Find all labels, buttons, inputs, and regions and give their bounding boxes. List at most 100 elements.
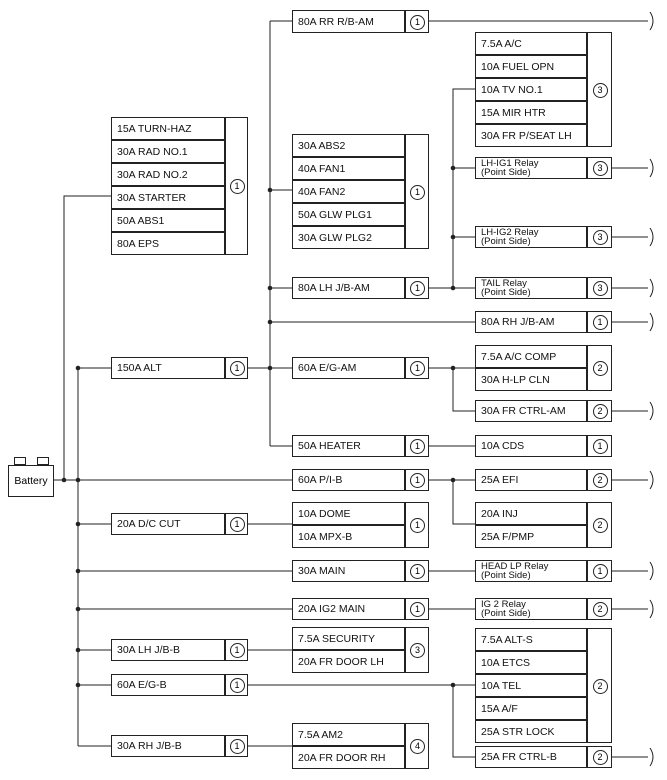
fuse-75a-am2: 7.5A AM2	[292, 723, 405, 746]
fuse-label: 10A MPX-B	[298, 530, 353, 543]
location-marker: 1	[225, 357, 248, 379]
fuse-80a-rh-jb-am: 80A RH J/B-AM	[475, 311, 587, 333]
location-marker: 2	[587, 469, 612, 491]
location-marker: 1	[405, 469, 429, 491]
location-marker: 4	[405, 723, 429, 769]
fuse-label: 20A FR DOOR LH	[298, 655, 384, 668]
fuse-label: 7.5A A/C	[481, 37, 522, 50]
relay-head-lp: HEAD LP Relay(Point Side)	[475, 560, 587, 582]
continuation-mark	[649, 158, 654, 178]
location-marker: 2	[587, 746, 612, 768]
relay-label-line2: (Point Side)	[481, 167, 531, 178]
location-marker: 1	[587, 435, 612, 457]
location-marker: 1	[225, 513, 248, 535]
junction-dot	[75, 647, 81, 653]
wire	[452, 685, 475, 758]
wire	[452, 368, 475, 412]
fuse-60a-pib: 60A P/I-B	[292, 469, 405, 491]
location-marker: 3	[587, 226, 612, 248]
fuse-label: 25A F/PMP	[481, 530, 535, 543]
marker-number: 2	[592, 750, 608, 765]
relay-ig2: IG 2 Relay(Point Side)	[475, 598, 587, 620]
fuse-10a-fuel-opn: 10A FUEL OPN	[475, 55, 587, 78]
fuse-label: 30A ABS2	[298, 139, 346, 152]
junction-dot	[267, 285, 273, 291]
fuse-75a-alt-s: 7.5A ALT-S	[475, 628, 587, 651]
fuse-50a-abs1: 50A ABS1	[111, 209, 225, 232]
fuse-label: 80A RH J/B-AM	[481, 316, 555, 328]
location-marker: 1	[225, 735, 248, 757]
junction-dot	[450, 165, 456, 171]
marker-number: 1	[410, 564, 425, 579]
location-marker: 2	[587, 502, 612, 548]
fuse-label: 20A INJ	[481, 507, 518, 520]
fuse-30a-fr-ctrl-am: 30A FR CTRL-AM	[475, 400, 587, 422]
marker-number: 2	[592, 473, 608, 488]
fuse-25a-fr-ctrl-b: 25A FR CTRL-B	[475, 746, 587, 768]
location-marker: 3	[405, 627, 429, 673]
fuse-75a-ac: 7.5A A/C	[475, 32, 587, 55]
marker-number: 3	[592, 281, 608, 296]
fuse-label: 10A DOME	[298, 507, 351, 520]
fuse-20a-dc-cut: 20A D/C CUT	[111, 513, 225, 535]
location-marker: 1	[405, 134, 429, 249]
fuse-label: 25A STR LOCK	[481, 725, 555, 738]
fuse-label: 30A H-LP CLN	[481, 373, 550, 386]
fuse-20a-fr-door-rh: 20A FR DOOR RH	[292, 746, 405, 769]
location-marker: 3	[587, 32, 612, 147]
battery-label: Battery	[14, 475, 48, 487]
marker-number: 1	[592, 439, 608, 454]
junction-dot	[450, 365, 456, 371]
junction-dot	[75, 477, 81, 483]
marker-number: 1	[410, 602, 425, 617]
battery-terminal-positive	[37, 457, 49, 465]
continuation-mark	[649, 278, 654, 298]
fuse-label: 60A E/G-AM	[298, 362, 357, 374]
marker-number: 1	[229, 739, 245, 754]
fuse-label: 30A RH J/B-B	[117, 740, 182, 752]
fuse-75a-ac-comp: 7.5A A/C COMP	[475, 345, 587, 368]
fuse-20a-ig2-main: 20A IG2 MAIN	[292, 598, 405, 620]
relay-label-line1: LH-IG1 Relay	[481, 157, 539, 169]
fuse-10a-etcs: 10A ETCS	[475, 651, 587, 674]
relay-label-line1: IG 2 Relay	[481, 598, 526, 610]
fuse-label: 30A STARTER	[117, 191, 187, 204]
location-marker: 1	[405, 435, 429, 457]
marker-number: 1	[410, 518, 425, 533]
fuse-label: 40A FAN2	[298, 185, 346, 198]
fuse-50a-heater: 50A HEATER	[292, 435, 405, 457]
location-marker: 3	[587, 277, 612, 299]
fuse-25a-fpmp: 25A F/PMP	[475, 525, 587, 548]
fuse-10a-tv-no1: 10A TV NO.1	[475, 78, 587, 101]
location-marker: 3	[587, 157, 612, 179]
fuse-30a-rad-no2: 30A RAD NO.2	[111, 163, 225, 186]
fuse-30a-rad-no1: 30A RAD NO.1	[111, 140, 225, 163]
junction-dot	[450, 477, 456, 483]
relay-label-line2: (Point Side)	[481, 287, 531, 298]
junction-dot	[267, 187, 273, 193]
continuation-mark	[649, 312, 654, 332]
continuation-mark	[649, 561, 654, 581]
wire	[63, 195, 111, 480]
fuse-label: 80A LH J/B-AM	[298, 282, 370, 294]
fuse-15a-af: 15A A/F	[475, 697, 587, 720]
junction-dot	[75, 365, 81, 371]
fuse-20a-fr-door-lh: 20A FR DOOR LH	[292, 650, 405, 673]
fuse-label: 20A D/C CUT	[117, 518, 181, 530]
relay-label-line1: HEAD LP Relay	[481, 560, 549, 572]
relay-label-line2: (Point Side)	[481, 236, 531, 247]
fuse-30a-glw-plg2: 30A GLW PLG2	[292, 226, 405, 249]
fuse-label: 30A LH J/B-B	[117, 644, 181, 656]
fuse-label: 25A EFI	[481, 474, 519, 486]
fuse-label: 30A FR P/SEAT LH	[481, 129, 572, 142]
fuse-30a-main: 30A MAIN	[292, 560, 405, 582]
fuse-75a-security: 7.5A SECURITY	[292, 627, 405, 650]
fuse-label: 30A RAD NO.2	[117, 168, 188, 181]
battery: Battery	[8, 465, 54, 497]
fuse-label: 80A EPS	[117, 237, 160, 250]
battery-terminal-negative	[14, 457, 26, 465]
location-marker: 1	[225, 639, 248, 661]
relay-label-line2: (Point Side)	[481, 608, 531, 619]
